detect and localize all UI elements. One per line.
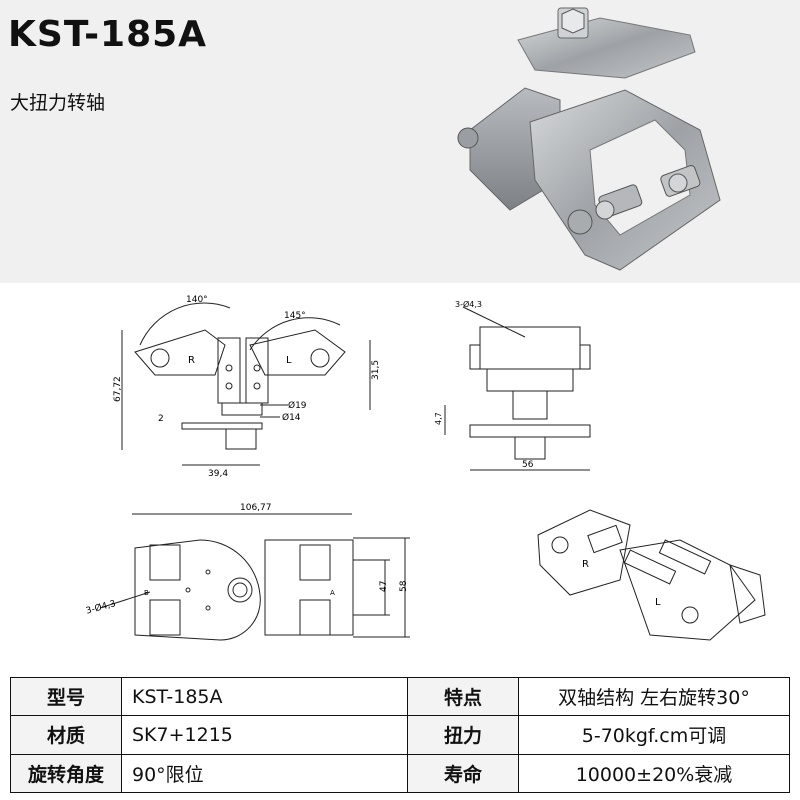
value-feature: 双轴结构 左右旋转30° — [518, 676, 790, 717]
label-rotation: 旋转角度 — [10, 753, 122, 794]
top-view-drawing: 106,77 47 58 3-Ø4,3 B A — [85, 503, 410, 641]
dia-19-label: Ø19 — [288, 400, 307, 411]
width-56-label: 56 — [522, 460, 534, 470]
label-feature: 特点 — [407, 676, 519, 717]
angle-right-label: 145° — [284, 311, 306, 321]
label-model: 型号 — [10, 676, 122, 717]
width-106-label: 106,77 — [240, 503, 272, 513]
isometric-drawing: R L — [537, 509, 766, 641]
height-47-label: 47 — [379, 581, 389, 592]
value-material: SK7+1215 — [121, 715, 408, 755]
mark-b-label: B — [144, 589, 149, 597]
depth-label: 4,7 — [434, 412, 443, 425]
value-rotation: 90°限位 — [121, 753, 408, 794]
hole-spec-side-label: 3-Ø4,3 — [455, 299, 482, 309]
height-total-label: 67,72 — [113, 376, 123, 402]
label-lifespan: 寿命 — [407, 753, 519, 794]
side-view-drawing: 3-Ø4,3 4,7 56 — [434, 299, 591, 471]
front-view-drawing: 140° 145° 67,72 31,5 Ø19 Ø14 2 39,4 R L — [113, 295, 381, 479]
table-row: 型号 KST-185A 特点 双轴结构 左右旋转30° — [10, 676, 790, 717]
mark-r-label: R — [188, 355, 195, 366]
width-39-label: 39,4 — [208, 469, 228, 479]
spec-table: 型号 KST-185A 特点 双轴结构 左右旋转30° 材质 SK7+1215 … — [10, 676, 790, 794]
value-model: KST-185A — [121, 676, 408, 717]
model-title: KST-185A — [8, 14, 208, 55]
height-upper-label: 31,5 — [371, 360, 381, 380]
iso-mark-r-label: R — [582, 559, 589, 570]
height-58-label: 58 — [399, 580, 409, 592]
angle-left-label: 140° — [186, 295, 208, 305]
hinge-photo — [457, 7, 721, 271]
label-torque: 扭力 — [407, 715, 519, 755]
value-torque: 5-70kgf.cm可调 — [518, 715, 790, 755]
offset-2-label: 2 — [158, 414, 164, 424]
mark-a-label: A — [330, 589, 335, 597]
product-subtitle: 大扭力转轴 — [10, 92, 106, 114]
label-material: 材质 — [10, 715, 122, 755]
value-lifespan: 10000±20%衰减 — [518, 753, 790, 794]
table-row: 旋转角度 90°限位 寿命 10000±20%衰减 — [10, 753, 790, 794]
dia-14-label: Ø14 — [282, 412, 301, 423]
mark-l-label: L — [286, 355, 292, 366]
hole-spec-top-label: 3-Ø4,3 — [85, 598, 117, 616]
table-row: 材质 SK7+1215 扭力 5-70kgf.cm可调 — [10, 715, 790, 755]
iso-mark-l-label: L — [655, 597, 661, 608]
